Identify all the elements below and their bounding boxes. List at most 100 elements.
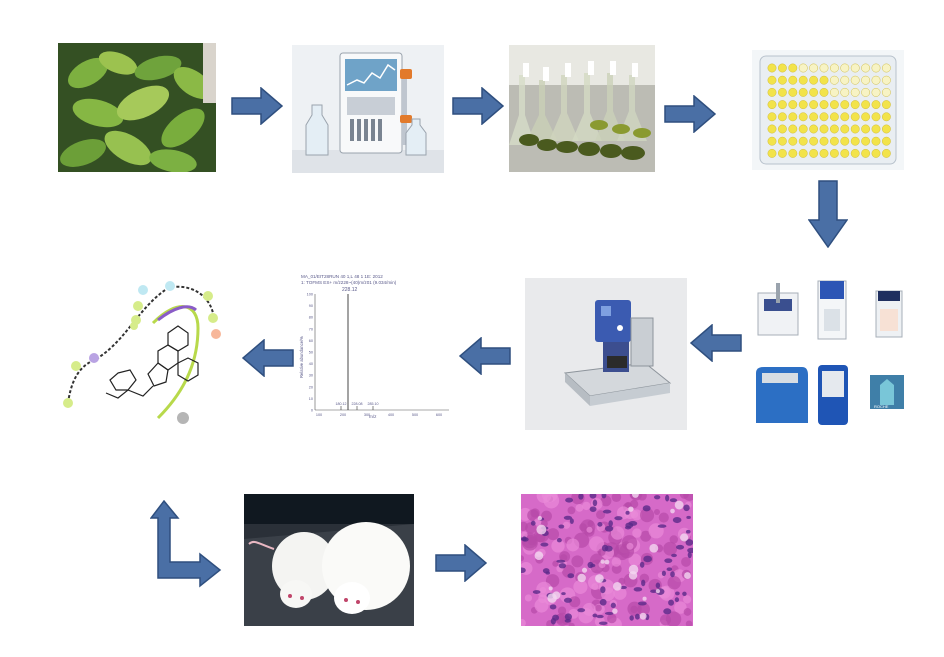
plate-well [830,149,839,158]
plate-well [881,75,891,85]
spectrum-minor-peak-label: 180.12 [336,402,347,406]
plate-well [778,124,787,134]
plate-well [809,100,818,109]
arrow-left-1 [241,338,294,382]
plate-well [840,124,850,134]
plate-well [819,149,829,158]
spectrum-ylabel: Relative abundance/% [299,336,304,378]
plate-well [830,63,839,73]
plate-well [881,63,891,73]
instrument-bottom-mid [818,365,848,425]
plate-well [840,112,850,122]
plate-well [861,112,871,122]
plate-well [830,75,839,85]
plate-well [798,100,808,109]
plate-well [767,112,777,122]
plate-well [798,75,808,85]
plate-well [881,112,891,122]
plate-well [798,124,808,134]
arrow-right-1 [231,86,284,130]
plate-well [767,88,777,97]
arrow-right-2 [452,86,505,130]
plate-well [830,88,839,97]
plate-well [788,149,798,158]
plate-well [881,149,891,158]
plate-well [871,112,881,122]
plate-well [861,88,871,97]
plate-well [881,136,891,146]
plate-well [809,75,818,85]
spectrum-ytick-label: 40 [309,362,313,366]
instrument-logo-text: ROCHE [874,404,889,409]
plate-well [788,63,798,73]
plate-well [767,136,777,146]
plate-well [767,75,777,85]
plate-well [809,63,818,73]
instrument-bottom-right-logo: ROCHE [870,375,904,409]
plate-well [861,63,871,73]
plate-well [850,75,860,85]
plate-well [871,63,881,73]
ligand-interaction-diagram [58,278,238,428]
chromatography-system-photo [292,45,444,173]
spectrum-xlabel: m/z [369,414,377,419]
arrow-down-1 [807,180,849,253]
spectrum-minor-peak-label: 285.10 [368,402,379,406]
spectrum-ytick-label: 70 [309,327,313,331]
plate-well [861,100,871,109]
spectrum-xtick-label: 300 [364,413,370,417]
spectrum-ytick-label: 80 [309,316,313,320]
plate-well [861,149,871,158]
plate-well [819,124,829,134]
spectrum-ytick-label: 30 [309,374,313,378]
plate-well [881,100,891,109]
mass-spectrum-plot: MA_01/EIT28RUN 40 1,L 48 1 1E: 2012 1: T… [295,270,455,420]
plate-well [871,88,881,97]
plate-well [830,136,839,146]
plate-well [809,88,818,97]
plate-well [861,124,871,134]
plate-well [778,149,787,158]
plate-well [798,63,808,73]
plate-well [767,63,777,73]
plate-well [871,100,881,109]
plate-well [798,136,808,146]
plate-well [788,112,798,122]
plate-well [798,112,808,122]
plate-well [778,100,787,109]
spectrum-ytick-label: 0 [311,409,313,413]
plate-well [830,112,839,122]
plate-well [778,88,787,97]
plate-well [850,112,860,122]
plate-well [798,149,808,158]
plate-well [840,63,850,73]
microplate-assay-photo [752,50,904,170]
plate-well [788,75,798,85]
plate-well [840,75,850,85]
plate-well [871,75,881,85]
spectrum-xtick-label: 600 [436,413,442,417]
plate-well [850,136,860,146]
plate-well [840,88,850,97]
histology-tissue-photo [521,494,693,626]
plate-well [819,75,829,85]
plate-well [788,124,798,134]
plate-well [809,112,818,122]
plate-well [861,136,871,146]
spectrum-ytick-label: 90 [309,304,313,308]
plate-well [871,149,881,158]
plate-well [850,149,860,158]
plate-well [778,112,787,122]
arrow-left-3 [689,323,742,367]
spectrum-xtick-label: 400 [388,413,394,417]
spectrum-minor-peak-label: 228.08 [352,402,363,406]
plate-well [871,136,881,146]
plate-well [798,88,808,97]
plate-well [881,88,891,97]
arrow-bent-up-right [149,499,222,593]
spectrum-ytick-label: 50 [309,351,313,355]
plate-well [809,136,818,146]
plate-well [830,100,839,109]
plate-well [819,88,829,97]
plate-well [809,149,818,158]
